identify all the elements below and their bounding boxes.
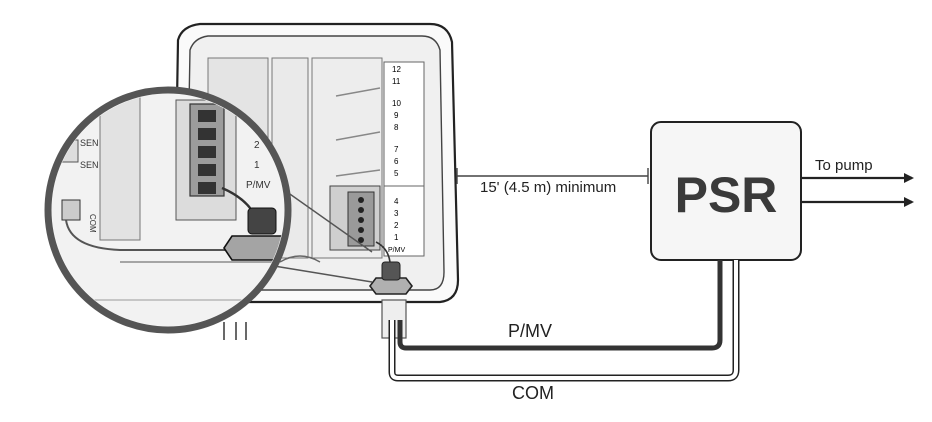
distance-dimension [456, 168, 649, 184]
pmv-wire [397, 260, 723, 351]
terminal-11: 11 [392, 77, 401, 86]
wire-com-label: COM [512, 383, 554, 403]
magnified-label-1: 1 [254, 160, 260, 171]
terminal-12: 12 [392, 65, 401, 74]
terminal-9: 9 [394, 111, 399, 120]
terminal-4: 4 [394, 197, 399, 206]
terminal-5: 5 [394, 169, 399, 178]
magnified-label-com: COM [88, 214, 97, 233]
terminal-8: 8 [394, 123, 399, 132]
psr-label: PSR [675, 167, 778, 223]
magnified-labels: SEN SEN 2 1 P/MV COM [80, 138, 271, 233]
magnified-label-sen-2: SEN [80, 160, 99, 170]
magnified-label-pmv: P/MV [246, 180, 271, 191]
terminal-3: 3 [394, 209, 399, 218]
psr-box [650, 121, 802, 261]
terminal-2: 2 [394, 221, 399, 230]
terminal-pmv: P/MV [388, 247, 405, 254]
terminal-labels: 12 11 10 9 8 7 6 5 4 3 2 1 P/MV [388, 65, 405, 254]
com-wire [388, 260, 740, 382]
magnified-label-sen-1: SEN [80, 138, 99, 148]
terminal-1: 1 [394, 233, 399, 242]
terminal-10: 10 [392, 99, 401, 108]
pump-arrows [802, 173, 914, 207]
pump-label: To pump [815, 157, 873, 174]
terminal-7: 7 [394, 145, 399, 154]
wire-pmv-label: P/MV [508, 321, 552, 341]
distance-label: 15' (4.5 m) minimum [480, 179, 616, 196]
terminal-6: 6 [394, 157, 399, 166]
magnified-label-2: 2 [254, 140, 260, 151]
magnifier [44, 86, 373, 334]
